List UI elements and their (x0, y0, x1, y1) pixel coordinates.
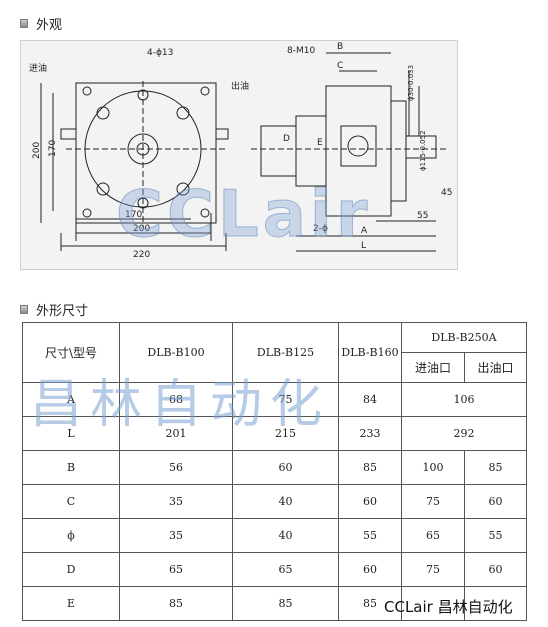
section-header-dimensions: 外形尺寸 (20, 300, 89, 319)
cell: 35 (119, 518, 233, 553)
table-row: D 65 65 60 75 60 (22, 552, 527, 587)
model-header: DLB-B100 (119, 322, 233, 383)
cell: 84 (338, 382, 402, 417)
label-d170: 170 (48, 140, 58, 157)
cell: 56 (119, 450, 233, 485)
row-label: L (22, 416, 120, 451)
cell: 233 (338, 416, 402, 451)
table-header-row: 尺寸\型号 DLB-B100 DLB-B125 DLB-B160 DLB-B25… (22, 322, 527, 383)
table-row: A 68 75 84 106 (22, 382, 527, 417)
label-l: L (361, 241, 366, 251)
table-row: E 85 85 85 (22, 586, 527, 621)
label-shaft2: ϕ115-0.052 (419, 130, 427, 171)
outlet-stub (215, 128, 229, 140)
inlet-stub (60, 128, 77, 140)
cell: 85 (338, 586, 402, 621)
sub-header-outlet: 出油口 (464, 352, 527, 383)
section-title: 外观 (36, 17, 63, 33)
row-label: C (22, 484, 120, 519)
drawing-watermark: CCLair (116, 178, 371, 252)
section-title: 外形尺寸 (36, 303, 89, 319)
sub-header-inlet: 进油口 (401, 352, 465, 383)
cell (464, 586, 527, 621)
technical-drawing: 4-ϕ13 进油 出油 8-M10 2-ϕ 200 170 170 200 22… (20, 40, 458, 270)
cell (401, 586, 465, 621)
row-label: A (22, 382, 120, 417)
label-holes: 4-ϕ13 (147, 48, 173, 58)
label-outlet: 出油 (231, 80, 249, 92)
cell: 55 (338, 518, 402, 553)
cell: 75 (401, 484, 465, 519)
table-row: B 56 60 85 100 85 (22, 450, 527, 485)
label-c: C (337, 61, 343, 71)
cell: 85 (232, 586, 339, 621)
cell: 55 (464, 518, 527, 553)
cell: 85 (464, 450, 527, 485)
label-e: E (317, 138, 323, 148)
label-d200: 200 (32, 142, 42, 159)
label-w220: 220 (133, 250, 150, 260)
label-b: B (337, 42, 343, 52)
cell: 40 (232, 518, 339, 553)
model-header: DLB-B125 (232, 322, 339, 383)
label-inlet: 进油 (29, 62, 47, 74)
cell: 65 (119, 552, 233, 587)
label-w170: 170 (125, 210, 142, 220)
cell: 201 (119, 416, 233, 451)
cell: 85 (338, 450, 402, 485)
side-plate (295, 115, 327, 187)
cell: 215 (232, 416, 339, 451)
cell: 75 (401, 552, 465, 587)
bullet-icon (20, 18, 28, 28)
row-label: ϕ (22, 518, 120, 553)
model-header: DLB-B160 (338, 322, 402, 383)
cell: 60 (338, 552, 402, 587)
table-row: L 201 215 233 292 (22, 416, 527, 451)
row-label: B (22, 450, 120, 485)
label-w200: 200 (133, 224, 150, 234)
dimension-table: 尺寸\型号 DLB-B100 DLB-B125 DLB-B160 DLB-B25… (22, 322, 527, 621)
cell: 35 (119, 484, 233, 519)
brand-logo: CCLair 昌林自动化 (384, 598, 513, 616)
section-header-appearance: 外观 (20, 14, 63, 33)
cell: 60 (464, 552, 527, 587)
cell: 40 (232, 484, 339, 519)
label-a: A (361, 226, 368, 236)
table-row: C 35 40 60 75 60 (22, 484, 527, 519)
cell: 65 (232, 552, 339, 587)
cell: 292 (401, 416, 527, 451)
label-shaft1: ϕ30-0.033 (407, 65, 415, 101)
bullet-icon (20, 304, 28, 314)
front-plate (75, 82, 217, 224)
label-pin: 2-ϕ (313, 224, 328, 234)
row-label: D (22, 552, 120, 587)
label-45: 45 (441, 188, 452, 198)
cell: 75 (232, 382, 339, 417)
model-header: DLB-B250A (401, 322, 527, 353)
label-55: 55 (417, 211, 428, 221)
cell: 60 (232, 450, 339, 485)
cell: 60 (464, 484, 527, 519)
cell: 60 (338, 484, 402, 519)
cell: 65 (401, 518, 465, 553)
drawing-svg: 4-ϕ13 进油 出油 8-M10 2-ϕ 200 170 170 200 22… (29, 42, 452, 260)
cell: 85 (119, 586, 233, 621)
table-row: ϕ 35 40 55 65 55 (22, 518, 527, 553)
cell: 100 (401, 450, 465, 485)
table-corner: 尺寸\型号 (22, 322, 120, 383)
row-label: E (22, 586, 120, 621)
label-d: D (283, 134, 290, 144)
cell: 106 (401, 382, 527, 417)
cell: 68 (119, 382, 233, 417)
label-bolts: 8-M10 (287, 46, 315, 56)
side-shaft (405, 135, 437, 159)
